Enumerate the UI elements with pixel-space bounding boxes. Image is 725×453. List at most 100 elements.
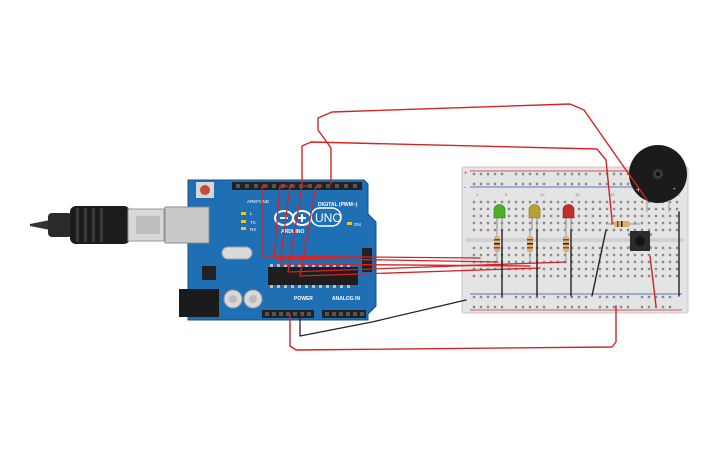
breadboard-hole[interactable]: [486, 295, 490, 299]
breadboard-hole[interactable]: [584, 172, 588, 176]
reset-button[interactable]: [200, 185, 210, 195]
breadboard-hole[interactable]: [598, 207, 602, 211]
breadboard-hole[interactable]: [640, 214, 644, 218]
breadboard-hole[interactable]: [472, 267, 476, 271]
breadboard-hole[interactable]: [514, 207, 518, 211]
breadboard-hole[interactable]: [472, 200, 476, 204]
breadboard-hole[interactable]: [577, 260, 581, 264]
breadboard-hole[interactable]: [577, 305, 581, 309]
breadboard-hole[interactable]: [668, 221, 672, 225]
breadboard-hole[interactable]: [633, 207, 637, 211]
breadboard-hole[interactable]: [556, 274, 560, 278]
breadboard-hole[interactable]: [479, 207, 483, 211]
breadboard-hole[interactable]: [528, 267, 532, 271]
breadboard-hole[interactable]: [661, 260, 665, 264]
breadboard-hole[interactable]: [514, 260, 518, 264]
breadboard-hole[interactable]: [479, 246, 483, 250]
breadboard-hole[interactable]: [493, 253, 497, 257]
breadboard-hole[interactable]: [549, 253, 553, 257]
breadboard-hole[interactable]: [654, 253, 658, 257]
breadboard-hole[interactable]: [570, 253, 574, 257]
breadboard-hole[interactable]: [563, 182, 567, 186]
breadboard-hole[interactable]: [668, 253, 672, 257]
digital-header[interactable]: [232, 182, 362, 190]
breadboard-hole[interactable]: [570, 221, 574, 225]
breadboard-hole[interactable]: [591, 253, 595, 257]
breadboard-hole[interactable]: [472, 274, 476, 278]
breadboard-hole[interactable]: [542, 214, 546, 218]
breadboard-hole[interactable]: [619, 182, 623, 186]
breadboard-hole[interactable]: [542, 253, 546, 257]
breadboard-hole[interactable]: [549, 214, 553, 218]
breadboard-hole[interactable]: [521, 228, 525, 232]
breadboard-hole[interactable]: [493, 305, 497, 309]
breadboard-hole[interactable]: [668, 267, 672, 271]
breadboard-hole[interactable]: [570, 182, 574, 186]
breadboard-hole[interactable]: [633, 228, 637, 232]
breadboard-hole[interactable]: [612, 207, 616, 211]
breadboard-hole[interactable]: [612, 274, 616, 278]
breadboard-hole[interactable]: [675, 260, 679, 264]
breadboard-hole[interactable]: [675, 200, 679, 204]
breadboard-hole[interactable]: [584, 253, 588, 257]
breadboard-hole[interactable]: [549, 200, 553, 204]
breadboard-hole[interactable]: [563, 228, 567, 232]
breadboard-hole[interactable]: [570, 172, 574, 176]
breadboard-hole[interactable]: [647, 228, 651, 232]
breadboard-hole[interactable]: [570, 305, 574, 309]
breadboard-hole[interactable]: [542, 305, 546, 309]
breadboard-hole[interactable]: [584, 214, 588, 218]
breadboard-hole[interactable]: [584, 274, 588, 278]
breadboard-hole[interactable]: [563, 221, 567, 225]
breadboard-hole[interactable]: [598, 295, 602, 299]
breadboard-hole[interactable]: [612, 214, 616, 218]
breadboard-hole[interactable]: [542, 207, 546, 211]
breadboard-hole[interactable]: [598, 221, 602, 225]
breadboard-hole[interactable]: [570, 200, 574, 204]
breadboard-hole[interactable]: [493, 172, 497, 176]
breadboard-hole[interactable]: [577, 221, 581, 225]
wire-red[interactable]: [301, 141, 613, 225]
breadboard-hole[interactable]: [542, 221, 546, 225]
wire-red[interactable]: [279, 185, 531, 267]
breadboard-hole[interactable]: [661, 221, 665, 225]
breadboard-hole[interactable]: [619, 200, 623, 204]
breadboard-hole[interactable]: [549, 246, 553, 250]
breadboard-hole[interactable]: [647, 214, 651, 218]
breadboard-hole[interactable]: [521, 182, 525, 186]
breadboard-hole[interactable]: [591, 214, 595, 218]
breadboard-hole[interactable]: [563, 267, 567, 271]
breadboard-hole[interactable]: [591, 221, 595, 225]
breadboard-hole[interactable]: [591, 200, 595, 204]
breadboard-hole[interactable]: [549, 274, 553, 278]
breadboard-hole[interactable]: [472, 246, 476, 250]
breadboard-hole[interactable]: [549, 207, 553, 211]
breadboard-hole[interactable]: [619, 228, 623, 232]
breadboard-hole[interactable]: [619, 246, 623, 250]
breadboard-hole[interactable]: [479, 182, 483, 186]
breadboard-hole[interactable]: [514, 295, 518, 299]
breadboard-hole[interactable]: [640, 305, 644, 309]
breadboard-hole[interactable]: [619, 207, 623, 211]
breadboard-hole[interactable]: [472, 214, 476, 218]
breadboard-hole[interactable]: [577, 228, 581, 232]
breadboard-hole[interactable]: [647, 200, 651, 204]
breadboard-hole[interactable]: [612, 200, 616, 204]
breadboard-hole[interactable]: [598, 200, 602, 204]
breadboard-hole[interactable]: [514, 305, 518, 309]
breadboard-hole[interactable]: [577, 214, 581, 218]
breadboard-hole[interactable]: [472, 228, 476, 232]
breadboard-hole[interactable]: [668, 228, 672, 232]
breadboard-hole[interactable]: [612, 228, 616, 232]
breadboard-hole[interactable]: [521, 274, 525, 278]
breadboard-hole[interactable]: [605, 200, 609, 204]
breadboard-hole[interactable]: [563, 274, 567, 278]
breadboard-hole[interactable]: [591, 274, 595, 278]
breadboard-hole[interactable]: [619, 274, 623, 278]
resistor-red[interactable]: [563, 228, 569, 262]
breadboard-hole[interactable]: [472, 253, 476, 257]
breadboard-hole[interactable]: [486, 221, 490, 225]
breadboard-hole[interactable]: [472, 172, 476, 176]
breadboard-hole[interactable]: [549, 221, 553, 225]
breadboard-hole[interactable]: [619, 295, 623, 299]
